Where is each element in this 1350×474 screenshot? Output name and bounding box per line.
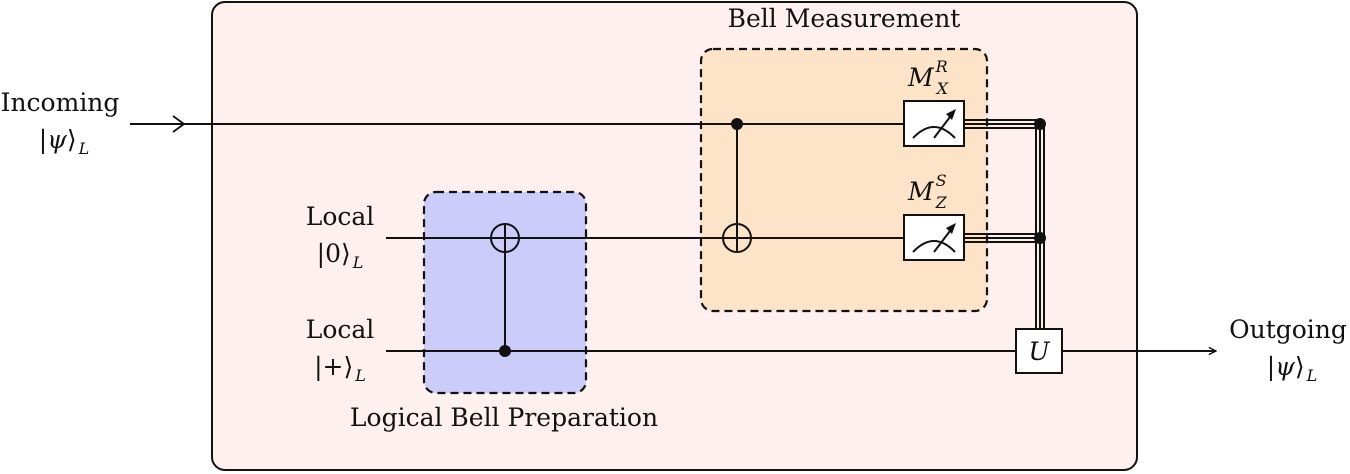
output-state: |ψ⟩L <box>1267 352 1317 385</box>
cnot-meas-control-dot <box>731 118 743 130</box>
measure-x-gate <box>903 100 965 147</box>
measure-z-gate <box>903 214 965 261</box>
classical-wire-x <box>964 119 1040 129</box>
correction-gate-label: U <box>1028 337 1050 366</box>
bell-preparation-label: Logical Bell Preparation <box>350 403 658 432</box>
classical-wire-vertical <box>1035 124 1045 329</box>
classical-join-dot-x <box>1034 118 1046 130</box>
output-name: Outgoing <box>1229 315 1347 344</box>
input-local-plus-state: |+⟩L <box>314 352 366 385</box>
classical-join-dot-z <box>1034 232 1046 244</box>
cnot-prep-control-dot <box>499 345 511 357</box>
measure-x-meter-icon <box>912 109 956 139</box>
input-local-plus-name: Local <box>306 315 375 344</box>
wire-incoming-arrow-icon <box>172 115 186 133</box>
input-incoming-name: Incoming <box>1 88 120 117</box>
outer-region <box>211 1 1138 471</box>
classical-wire-z <box>964 233 1040 243</box>
input-incoming-state: |ψ⟩L <box>39 125 89 158</box>
input-local-zero-name: Local <box>306 202 375 231</box>
measure-z-meter-icon <box>912 223 956 253</box>
correction-gate <box>1015 328 1063 374</box>
bell-measurement-label: Bell Measurement <box>728 4 961 33</box>
